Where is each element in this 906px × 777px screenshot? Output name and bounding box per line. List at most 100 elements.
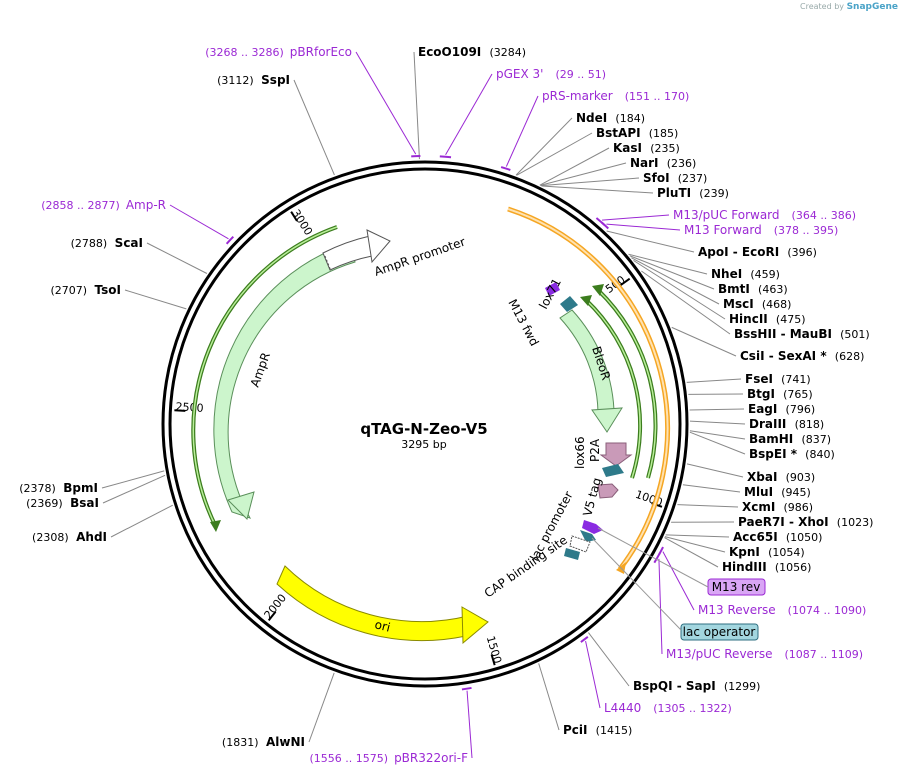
primer-leader-line (445, 73, 493, 156)
tick-label: 3000 (289, 207, 315, 238)
site-name: NarI (630, 156, 663, 170)
site-position: (628) (835, 350, 865, 363)
site-leader-line (538, 663, 560, 731)
tick-label: 2500 (175, 400, 204, 415)
restriction-site: PaeR7I - XhoI (1023) (738, 515, 873, 529)
site-position: (796) (786, 403, 816, 416)
restriction-site: NarI (236) (630, 156, 696, 170)
primer-binding-site: L4440(1305 .. 1322) (604, 701, 732, 715)
site-leader-line (665, 534, 730, 538)
primer-arc (653, 552, 661, 564)
site-position: (237) (678, 172, 708, 185)
site-position: (741) (781, 373, 811, 386)
lac-promoter-shape (569, 535, 591, 553)
site-leader-line (146, 242, 208, 274)
site-position: (396) (787, 246, 817, 259)
restriction-site: (2369) BsaI (26, 496, 99, 510)
site-name: NheI (711, 267, 746, 281)
primer-range: (1087 .. 1109) (785, 648, 864, 661)
site-position: (837) (801, 433, 831, 446)
site-position: (184) (615, 112, 645, 125)
tick-label: 1500 (484, 635, 504, 666)
primer-leader-line (169, 204, 229, 240)
leader-lines (101, 51, 746, 759)
site-position: (468) (762, 298, 792, 311)
tick-mark (267, 611, 277, 622)
site-leader-line (686, 463, 744, 478)
site-leader-line (664, 536, 726, 553)
site-position: (1299) (724, 680, 761, 693)
site-position: (765) (783, 388, 813, 401)
site-name: XbaI (747, 470, 782, 484)
site-leader-line (689, 408, 745, 411)
site-name: BtgI (747, 387, 779, 401)
restriction-site: (3112) SspI (217, 73, 290, 87)
site-position: (2378) (19, 482, 59, 495)
site-leader-line (308, 672, 335, 743)
site-name: BsaI (70, 496, 99, 510)
site-name: ApoI - EcoRI (698, 245, 783, 259)
site-name: BssHII - MauBI (734, 327, 836, 341)
site-position: (459) (750, 268, 780, 281)
ampr-green-arc-inner (192, 226, 338, 528)
primer-arc (601, 221, 609, 230)
lac-operator-leader (591, 537, 682, 631)
primer-range: (378 .. 395) (774, 224, 839, 237)
restriction-site: KpnI (1054) (729, 545, 805, 559)
bleor-green-arc-inner-inner (585, 299, 641, 479)
primer-leader-line (505, 95, 539, 167)
site-name: AhdI (76, 530, 107, 544)
lac-operator-small-shape (580, 530, 596, 542)
primer-binding-site: M13 Reverse(1074 .. 1090) (698, 603, 866, 617)
m13-fwd-shape (545, 282, 560, 296)
watermark-brand: SnapGene (846, 2, 898, 12)
label-lox66: lox66 (573, 436, 587, 469)
primer-name: M13 Forward (684, 223, 762, 237)
site-name: BspEI * (749, 447, 801, 461)
restriction-site: BspQI - SapI (1299) (633, 679, 760, 693)
site-name: TsoI (95, 283, 121, 297)
site-leader-line (541, 185, 654, 194)
primer-range: (1305 .. 1322) (653, 702, 732, 715)
site-leader-line (102, 474, 166, 504)
v5-tag-shape (597, 483, 619, 499)
site-position: (235) (650, 142, 680, 155)
lac-operator-box-label: lac operator (683, 625, 756, 639)
restriction-site: BspEI * (840) (749, 447, 835, 461)
site-leader-line (631, 257, 720, 305)
restriction-site: (2308) AhdI (32, 530, 107, 544)
site-name: KasI (613, 141, 646, 155)
site-name: EcoO109I (418, 45, 485, 59)
site-position: (3284) (489, 46, 526, 59)
primer-name: pGEX 3' (496, 67, 543, 81)
bleor-green-arc-outer-inner (597, 289, 657, 479)
primer-arc (461, 686, 472, 691)
primer-name: M13 Reverse (698, 603, 776, 617)
site-leader-line (540, 177, 640, 187)
restriction-site: BtgI (765) (747, 387, 813, 401)
site-name: PaeR7I - XhoI (738, 515, 833, 529)
ampr-arrow (213, 242, 356, 519)
primer-name: M13/pUC Reverse (666, 647, 773, 661)
orange-feature-arc-inner (507, 208, 669, 570)
site-position: (2308) (32, 531, 72, 544)
site-position: (463) (758, 283, 788, 296)
site-position: (1056) (775, 561, 812, 574)
site-leader-line (664, 537, 719, 568)
bleor-arc-head-b (580, 295, 592, 306)
site-name: EagI (748, 402, 782, 416)
site-name: BmtI (718, 282, 754, 296)
watermark-prefix: Created by (800, 2, 845, 11)
restriction-site: (2707) TsoI (50, 283, 121, 297)
site-position: (475) (776, 313, 806, 326)
restriction-site: NdeI (184) (576, 111, 645, 125)
site-name: PciI (563, 723, 592, 737)
site-position: (840) (805, 448, 835, 461)
restriction-site: ApoI - EcoRI (396) (698, 245, 817, 259)
site-position: (1050) (786, 531, 823, 544)
tick-mark (174, 409, 186, 412)
restriction-site: (1831) AlwNI (222, 735, 305, 749)
site-name: BspQI - SapI (633, 679, 720, 693)
site-position: (2707) (50, 284, 90, 297)
primer-binding-site: M13 Forward (378 .. 395) (684, 223, 838, 237)
